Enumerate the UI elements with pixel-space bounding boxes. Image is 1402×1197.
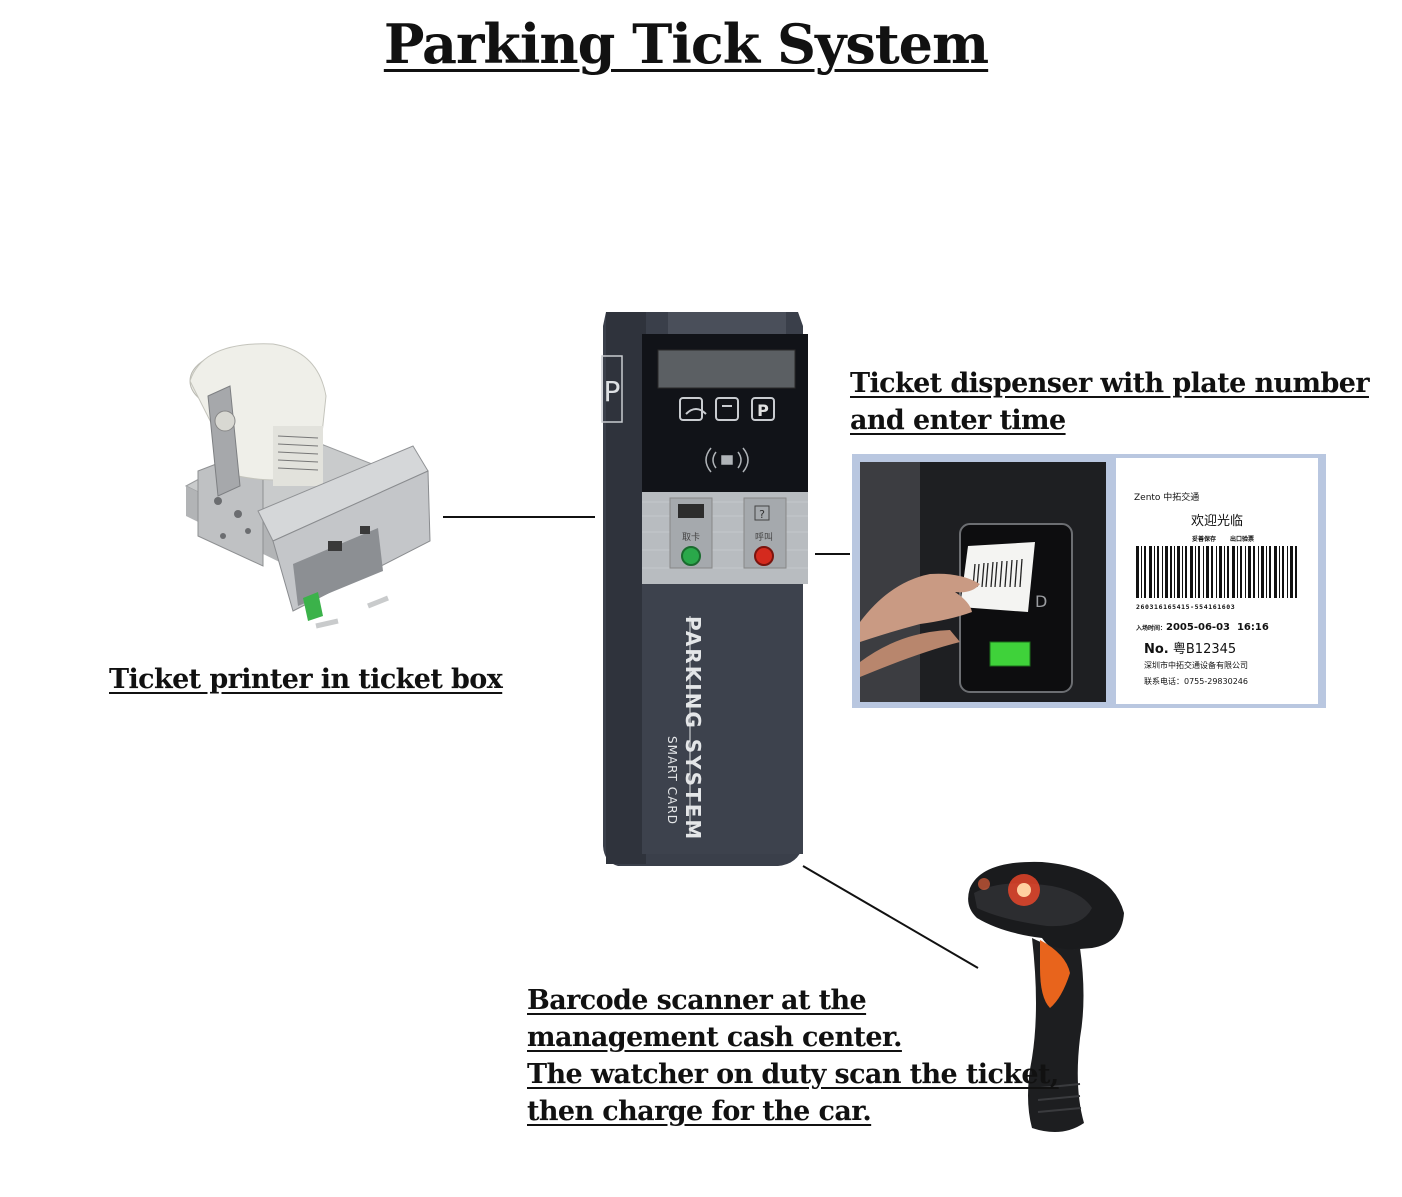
- printer-label: Ticket printer in ticket box: [109, 664, 503, 695]
- scanner-label: Barcode scanner at the management cash c…: [527, 982, 1059, 1130]
- call-label: 呼叫: [755, 532, 773, 543]
- ticket-brand: Zento 中拓交通: [1134, 493, 1200, 503]
- dispenser-label-line-1: Ticket dispenser with plate number: [850, 368, 1370, 399]
- rfid-icon: [705, 447, 749, 473]
- ticket-welcome: 欢迎光临: [1190, 514, 1243, 529]
- ticket-entry-time-row: 入场时间：2005-06-03 16:16: [1136, 622, 1269, 633]
- p-icon-text: P: [757, 401, 769, 420]
- ticket-time: 16:16: [1236, 622, 1269, 633]
- take-card-label: 取卡: [682, 531, 700, 543]
- scanner-trigger: [1040, 940, 1070, 1008]
- barcode-scanner-image: [968, 861, 1124, 1132]
- kiosk-vertical-subtext: SMART CARD: [665, 736, 679, 825]
- ticket-sample: Zento 中拓交通 欢迎光临 妥善保存 出口验票 260316165415-5…: [1116, 458, 1318, 704]
- scanner-label-line-1: Barcode scanner at the: [527, 985, 867, 1016]
- take-card-button: [681, 546, 701, 566]
- ticket-dispensing-photo: D: [860, 462, 1106, 702]
- parking-p-icon: [751, 397, 775, 421]
- parking-kiosk-image: P P ? 取卡 呼叫 PARKING SYSTEM SMART CARD: [601, 312, 808, 866]
- scanner-connector: [802, 865, 979, 969]
- ticket-sub-left: 妥善保存: [1192, 536, 1217, 543]
- help-symbol: ?: [759, 508, 765, 521]
- dispenser-label-line-2: and enter time: [850, 405, 1066, 436]
- green-indicator: [989, 641, 1031, 667]
- ticket-company: 深圳市中拓交通设备有限公司: [1144, 661, 1248, 670]
- ticket-date: 2005-06-03: [1166, 622, 1230, 633]
- ticket-time-label: 入场时间：: [1136, 625, 1167, 632]
- ticket-barcode: [1136, 546, 1297, 598]
- ticket-plate-row: No. 粤B12345: [1144, 638, 1236, 657]
- car-icon: [679, 397, 703, 421]
- ticket-barcode-number: 260316165415-554161603: [1136, 603, 1236, 611]
- scanner-label-line-3: The watcher on duty scan the ticket,: [527, 1059, 1059, 1090]
- hand-shape: [860, 573, 980, 642]
- ticket-plate-prefix: No.: [1144, 642, 1169, 657]
- ticket-plate: 粤B12345: [1172, 642, 1237, 657]
- scanner-label-line-2: management cash center.: [527, 1022, 903, 1053]
- ticket-phone: 联系电话：0755-29830246: [1144, 677, 1248, 686]
- kiosk-side-letter: P: [604, 375, 621, 408]
- kiosk-vertical-text: PARKING SYSTEM: [681, 616, 705, 841]
- scanner-label-line-4: then charge for the car.: [527, 1096, 872, 1127]
- slot-letter: D: [1035, 592, 1047, 611]
- call-button: [754, 546, 774, 566]
- barrier-icon: [715, 397, 739, 421]
- ticket-sub-right: 出口验票: [1230, 536, 1255, 543]
- kiosk-led-display: [657, 349, 796, 389]
- card-slot-icon: [678, 504, 704, 518]
- dispenser-label: Ticket dispenser with plate number and e…: [850, 365, 1370, 439]
- ticket-printer-image: [184, 343, 431, 629]
- ticket-photo-panel: D Zento 中拓交通 欢迎光临 妥善保存 出口验票: [852, 454, 1326, 708]
- page-title: Parking Tick System: [383, 12, 989, 76]
- help-icon: [754, 505, 770, 521]
